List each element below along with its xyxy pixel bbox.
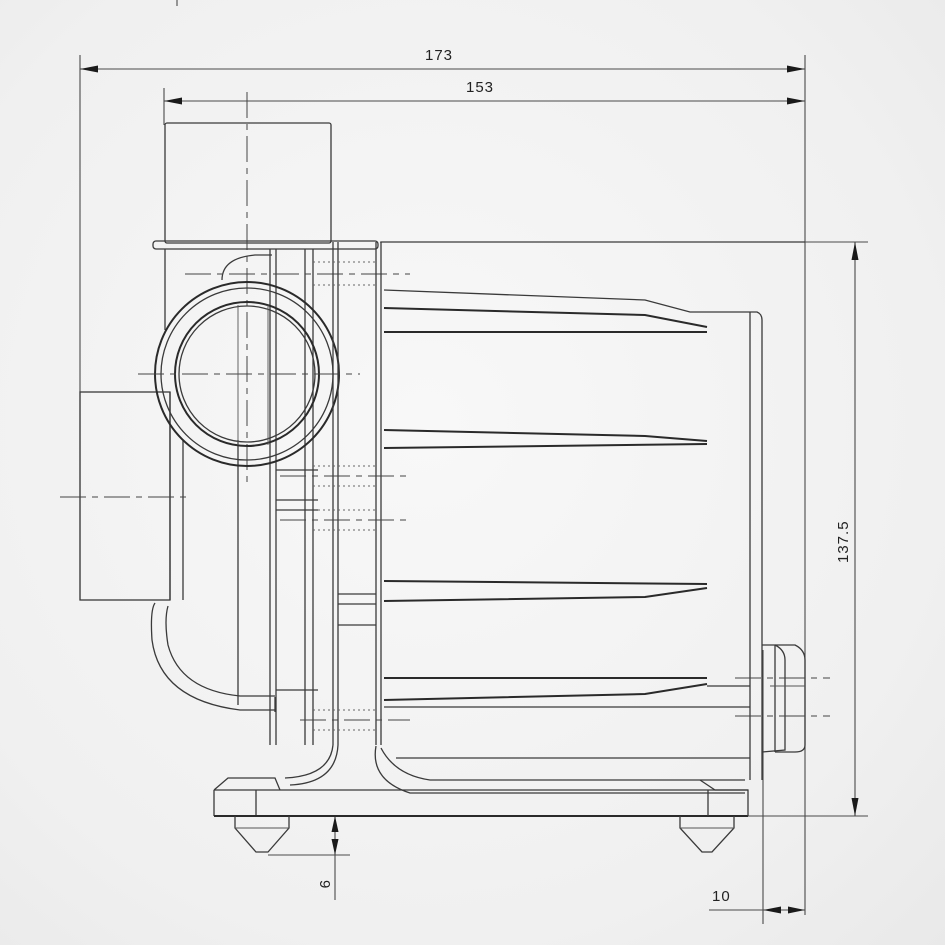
- dimension-153: [163, 88, 805, 125]
- base-plate: [213, 744, 749, 853]
- side-inlet: [60, 391, 192, 601]
- dimension-10-label: 10: [712, 888, 731, 905]
- dimension-173-label: 173: [425, 47, 454, 64]
- dimension-137-5-label: 137.5: [835, 520, 852, 563]
- dimension-9: [268, 815, 350, 900]
- inlet-ring: [138, 281, 360, 467]
- volute-body: [150, 249, 410, 745]
- motor-housing: [374, 241, 805, 794]
- dimension-173: [79, 55, 806, 915]
- dimension-153-label: 153: [466, 79, 495, 96]
- dimension-9-label: 9: [316, 880, 333, 890]
- dimension-10: [709, 650, 805, 924]
- central-flange: [276, 242, 410, 745]
- outlet-pipe: [152, 92, 379, 485]
- dimension-137-5: [380, 241, 868, 817]
- cable-gland: [735, 644, 830, 753]
